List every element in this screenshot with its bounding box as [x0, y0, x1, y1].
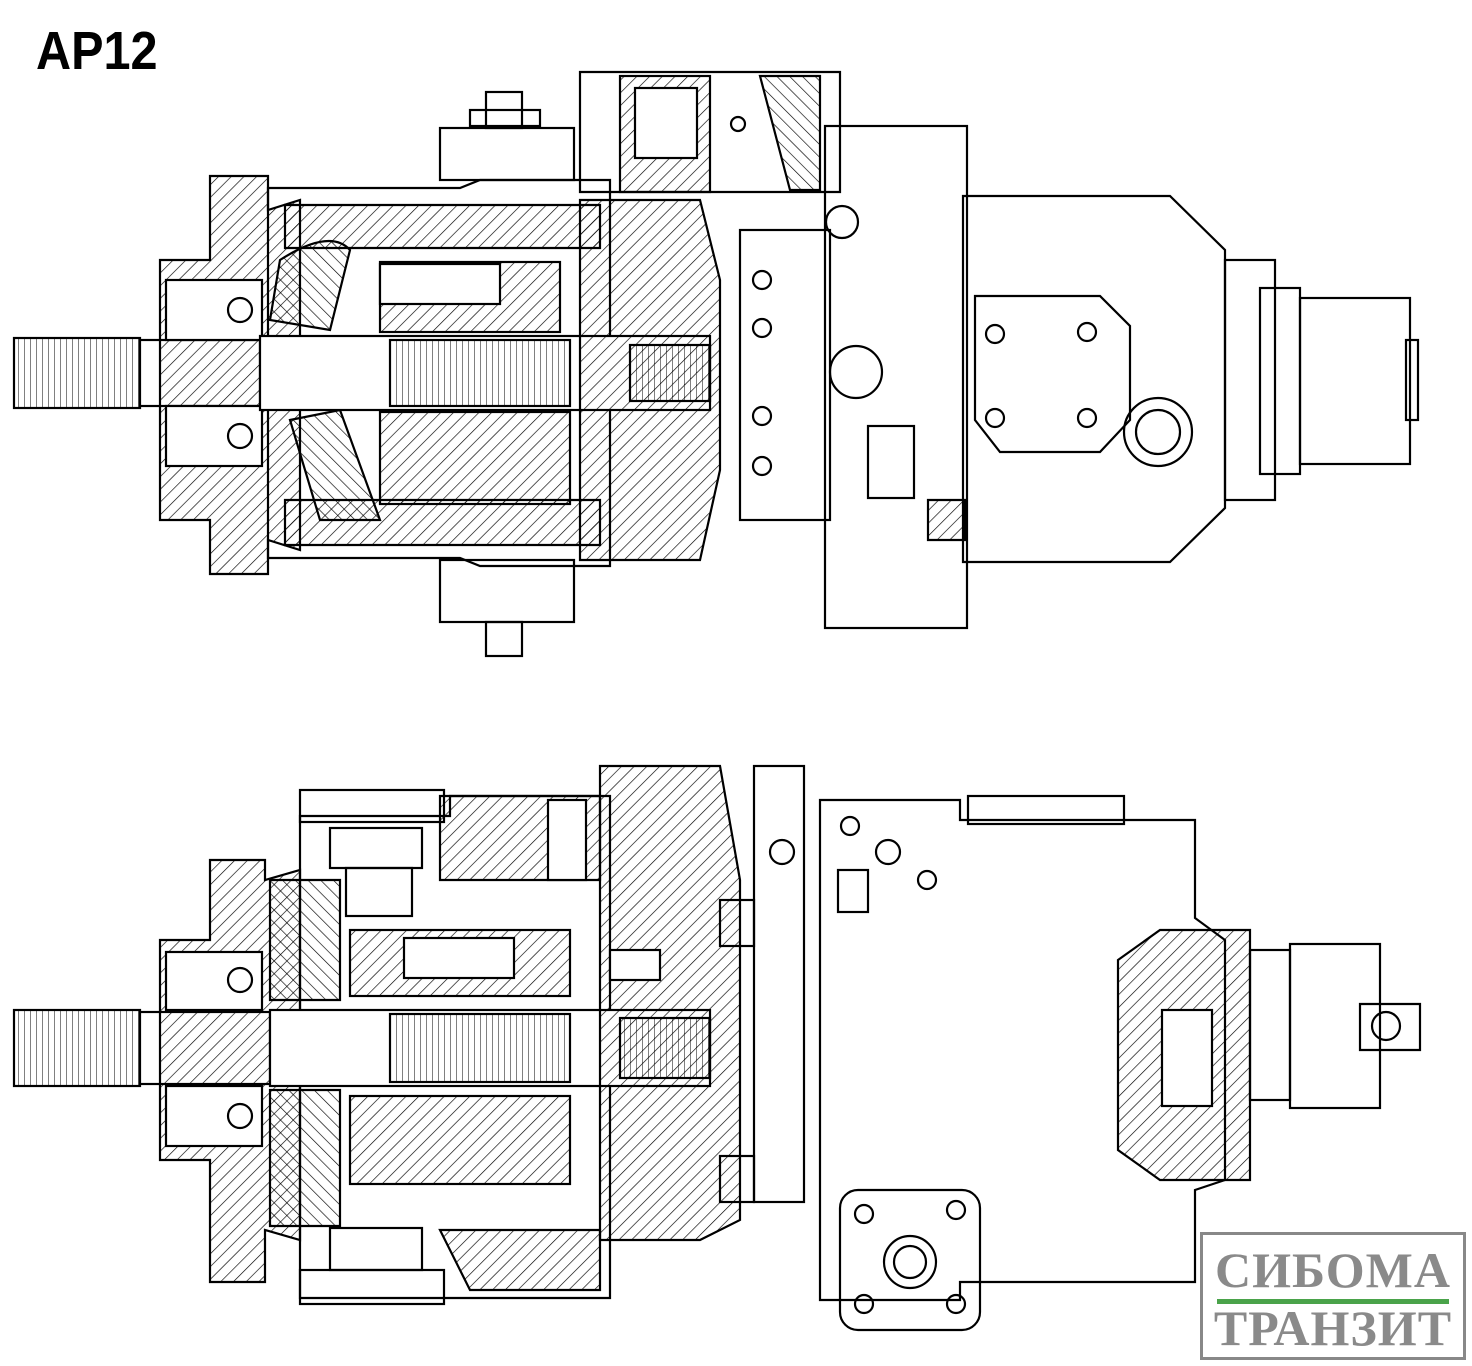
bottom-top-control-block [298, 788, 446, 824]
top-swash-plate [268, 239, 352, 332]
logo-divider [1217, 1299, 1449, 1304]
top-upper-valve-block [578, 70, 842, 194]
sibomatranzit-logo: СИБОМА ТРАНЗИТ [1200, 1232, 1466, 1360]
top-main-housing [266, 178, 612, 568]
top-middle-plate [738, 228, 832, 522]
top-upper-control-block [438, 126, 576, 182]
top-charge-pump [1223, 258, 1277, 502]
top-lower-control-block [438, 558, 576, 624]
top-rear-housing [961, 194, 1227, 564]
top-port-block [578, 198, 722, 562]
top-drive-shaft [12, 336, 142, 410]
bottom-side-port-flange [838, 1188, 982, 1332]
logo-text-bottom: ТРАНЗИТ [1213, 1300, 1453, 1356]
bottom-middle-plate [752, 764, 806, 1204]
bottom-pump-drawing [12, 764, 1422, 1332]
top-rear-pump-body [823, 124, 969, 630]
top-pump-drawing [12, 70, 1420, 658]
bottom-drive-shaft [12, 1008, 142, 1088]
logo-text-top: СИБОМА [1215, 1242, 1451, 1298]
diagram-title: AP12 [36, 21, 158, 81]
bottom-lower-control-block [328, 1226, 424, 1272]
